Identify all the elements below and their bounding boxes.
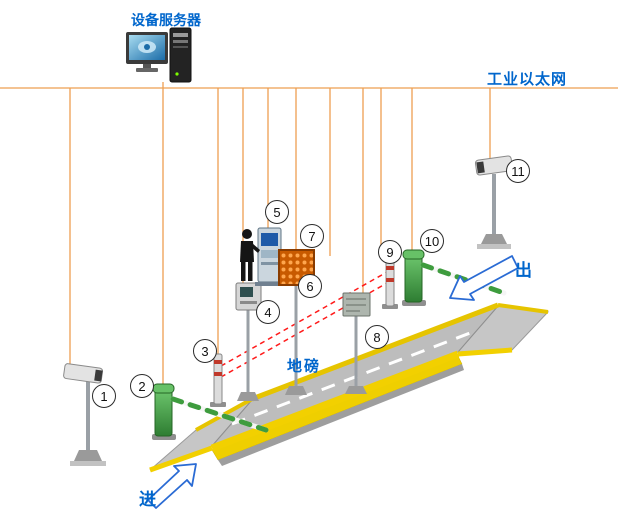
scale-sign-icon bbox=[342, 292, 371, 394]
exit-arrow-icon bbox=[449, 255, 519, 301]
marker-5: 5 bbox=[265, 200, 289, 224]
entry-label: 进 bbox=[139, 490, 156, 509]
entry-camera-icon bbox=[63, 363, 106, 466]
exit-ir-post-icon bbox=[382, 257, 398, 309]
entry-ir-post-icon bbox=[210, 353, 226, 407]
network-label: 工业以太网 bbox=[487, 71, 568, 88]
person-icon bbox=[240, 229, 260, 281]
kiosk-icon bbox=[255, 227, 284, 286]
marker-6: 6 bbox=[298, 274, 322, 298]
marker-1: 1 bbox=[92, 384, 116, 408]
marker-8: 8 bbox=[365, 325, 389, 349]
card-reader-icon bbox=[235, 282, 262, 401]
marker-2: 2 bbox=[130, 374, 154, 398]
marker-9: 9 bbox=[378, 240, 402, 264]
ethernet-network-lines bbox=[0, 82, 618, 392]
marker-7: 7 bbox=[300, 224, 324, 248]
entry-arrow-icon bbox=[147, 463, 197, 509]
server-icon bbox=[126, 27, 192, 83]
marker-3: 3 bbox=[193, 339, 217, 363]
marker-10: 10 bbox=[420, 229, 444, 253]
exit-barrier-gate-icon bbox=[402, 249, 507, 306]
marker-11: 11 bbox=[506, 159, 530, 183]
marker-4: 4 bbox=[256, 300, 280, 324]
exit-label: 出 bbox=[515, 261, 532, 280]
scale-label: 地磅 bbox=[287, 358, 322, 375]
entry-barrier-gate-icon bbox=[152, 383, 269, 440]
server-label: 设备服务器 bbox=[131, 12, 201, 28]
